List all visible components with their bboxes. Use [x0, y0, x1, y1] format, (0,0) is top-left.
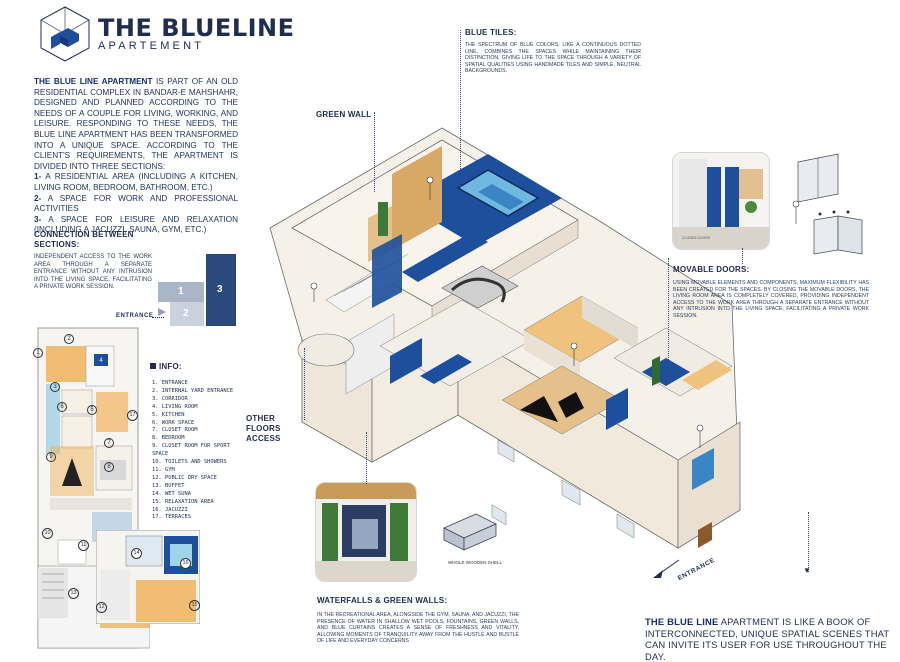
right-leader	[808, 512, 809, 572]
plan-number: 6	[57, 402, 67, 412]
other-floors-leader	[304, 348, 305, 420]
intro-body: IS PART OF AN OLD RESIDENTIAL COMPLEX IN…	[34, 77, 238, 171]
blue-tiles-text: THE SPECTRUM OF BLUE COLORS, LIKE A CONT…	[465, 42, 641, 75]
plan-number: 14	[131, 548, 142, 559]
plan-number: 11	[78, 540, 89, 551]
info-item: 13. BUFFET	[152, 482, 185, 489]
info-item: 11. GYM	[152, 466, 175, 473]
connection-text: INDEPENDENT ACCESS TO THE WORK AREA THRO…	[34, 254, 152, 291]
info-item: SPACE	[152, 451, 169, 458]
plan-number: 12	[96, 602, 107, 613]
plan-number: 2	[64, 334, 74, 344]
connection-title: CONNECTION BETWEEN SECTIONS:	[34, 230, 134, 249]
floor-plan-leisure	[95, 529, 201, 625]
movable-doors-leader-2	[668, 258, 669, 378]
info-item: 7. CLOSET ROOM	[152, 427, 198, 434]
intro-item: 3- A SPACE FOR LEISURE AND RELAXATION (I…	[34, 214, 238, 235]
logo	[38, 4, 92, 64]
intro-lead: THE BLUE LINE APARTMENT	[34, 77, 153, 86]
down-arrow-icon: ▼	[803, 566, 811, 575]
connection-diagram: 1 2 3	[150, 252, 240, 330]
info-item: 3. CORRIDOR	[152, 395, 188, 402]
plan-number: 13	[68, 588, 79, 599]
bottom-note: THE BLUE LINE APARTMENT IS LIKE A BOOK O…	[645, 616, 895, 662]
plan-number: 9	[46, 452, 56, 462]
movable-doors-photo	[672, 152, 770, 250]
info-list: 1. ENTRANCE 2. INTERNAL YARD ENTRANCE 3.…	[152, 380, 242, 522]
info-item: 1. ENTRANCE	[152, 380, 188, 386]
axonometric-view	[262, 110, 762, 590]
info-item: 2. INTERNAL YARD ENTRANCE	[152, 387, 234, 394]
entrance-label: ENTRANCE	[116, 313, 154, 319]
info-item: 8. BEDROOM	[152, 435, 185, 442]
info-title: INFO:	[150, 362, 182, 371]
intro-text: THE BLUE LINE APARTMENT IS PART OF AN OL…	[34, 77, 238, 236]
wooden-shell-caption: WHOLE WOODEN SHELL	[448, 560, 503, 565]
waterfalls-title: WATERFALLS & GREEN WALLS:	[317, 596, 448, 605]
intro-item: 1- A RESIDENTIAL AREA (INCLUDING A KITCH…	[34, 172, 238, 192]
info-item: 14. WET SUNA	[152, 490, 191, 497]
wooden-shell-diagram	[440, 512, 500, 552]
block-3: 3	[217, 284, 223, 295]
closed-doors-caption: CLOSED DOORS	[682, 236, 711, 240]
waterfalls-text: IN THE RECREATIONAL AREA, ALONGSIDE THE …	[317, 612, 519, 644]
blue-tiles-title: BLUE TILES:	[465, 28, 517, 37]
waterfalls-leader	[366, 432, 367, 484]
plan-number: 16	[180, 558, 191, 569]
movable-doors-text: USING MOVABLE ELEMENTS AND COMPONENTS, M…	[673, 280, 869, 319]
plan-number: 10	[42, 528, 53, 539]
other-floors-label: OTHER FLOORS ACCESS	[246, 414, 281, 443]
page-title: THE BLUELINE	[98, 14, 295, 42]
plan-number: 8	[104, 462, 114, 472]
waterfalls-photo	[315, 482, 417, 582]
plan-number: 3	[50, 382, 60, 392]
green-wall-label: GREEN WALL	[316, 110, 372, 119]
green-wall-leader	[374, 112, 375, 192]
plan-number: 4	[99, 358, 103, 364]
entrance-axo-arrow	[651, 558, 681, 582]
info-item: 5. KITCHEN	[152, 411, 185, 418]
info-item: 12. PUBLIC DRY SPACE	[152, 474, 217, 481]
info-item: 17. TERRACES	[152, 514, 191, 521]
info-item: 9. CLOSET ROOM FOR SPORT	[152, 443, 230, 450]
info-item: 16. JACUZZI	[152, 506, 188, 513]
info-item: 15. RELAXATION AREA	[152, 498, 214, 505]
entrance-arrow	[152, 317, 164, 318]
block-1: 1	[178, 286, 184, 297]
info-item: 4. LIVING ROOM	[152, 403, 198, 410]
page-subtitle: APARTEMENT	[98, 40, 205, 52]
plan-number: 15	[189, 600, 200, 611]
info-item: 6. WORK SPACE	[152, 419, 195, 426]
plan-number: 7	[104, 438, 114, 448]
movable-doors-leader	[742, 248, 743, 264]
movable-doors-title: MOVABLE DOORS:	[673, 265, 750, 274]
blue-tiles-leader	[460, 30, 461, 195]
info-item: 10. TOILETS AND SHOWERS	[152, 459, 227, 466]
bottom-note-lead: THE BLUE LINE	[645, 616, 719, 627]
plan-number: 5	[87, 405, 97, 415]
intro-item: 2- A SPACE FOR WORK AND PROFESSIONAL ACT…	[34, 193, 238, 214]
plan-number: 17	[127, 410, 138, 421]
plan-number: 1	[33, 348, 43, 358]
movable-doors-diagram	[778, 152, 878, 256]
block-2: 2	[183, 308, 189, 319]
